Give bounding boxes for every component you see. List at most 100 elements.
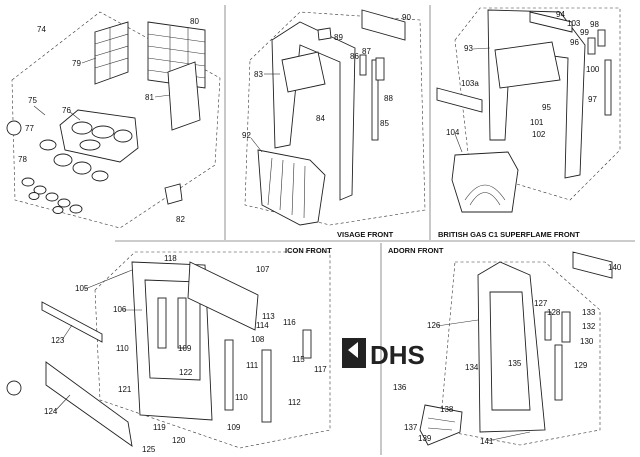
label-86: 86 <box>350 52 359 61</box>
leader-lines <box>33 47 531 442</box>
label-130: 130 <box>580 337 594 346</box>
pointer-circle-2 <box>6 380 22 396</box>
label-109: 109 <box>178 344 192 353</box>
label-129: 129 <box>574 361 588 370</box>
icon-outline <box>94 251 331 449</box>
label-104: 104 <box>446 128 460 137</box>
canopy-84 <box>281 51 326 93</box>
label-115: 115 <box>292 355 305 364</box>
trim-90 <box>361 9 406 41</box>
label-137: 137 <box>404 423 418 432</box>
trim-94 <box>529 11 573 33</box>
label-101: 101 <box>530 118 544 127</box>
back-panel-81 <box>167 61 201 131</box>
label-93: 93 <box>464 44 473 53</box>
label-88: 88 <box>384 94 393 103</box>
label-102: 102 <box>532 130 546 139</box>
label-140: 140 <box>608 263 622 272</box>
label-125: 125 <box>142 445 156 454</box>
pointer-circle <box>6 120 22 136</box>
clip-87 <box>375 57 385 81</box>
label-100: 100 <box>586 65 600 74</box>
label-105: 105 <box>75 284 89 293</box>
label-138: 138 <box>440 405 454 414</box>
pebbles-78 <box>21 177 83 214</box>
clip-117 <box>302 329 312 359</box>
strip-129 <box>554 344 563 401</box>
panel-107 <box>187 261 259 331</box>
label-112: 112 <box>288 398 301 407</box>
label-134: 134 <box>465 363 479 372</box>
label-132: 132 <box>582 322 596 331</box>
bracket-82 <box>164 183 183 205</box>
coal-bed-76 <box>59 109 139 163</box>
label-127: 127 <box>534 299 548 308</box>
label-133: 133 <box>582 308 596 317</box>
strip-97 <box>604 59 612 116</box>
clip-128 <box>544 311 552 341</box>
dhs-logo: DHS <box>342 338 425 370</box>
strip-112 <box>261 349 272 423</box>
adorn-frame-126 <box>477 261 546 433</box>
visage-outline <box>244 11 426 226</box>
label-126: 126 <box>427 321 441 330</box>
label-80: 80 <box>190 17 199 26</box>
label-90: 90 <box>402 13 411 22</box>
brick-panel-79 <box>94 21 129 85</box>
label-99: 99 <box>580 28 589 37</box>
label-135: 135 <box>508 359 522 368</box>
label-118: 118 <box>164 254 177 263</box>
label-84: 84 <box>316 114 325 123</box>
title-adorn: ADORN FRONT <box>388 246 444 255</box>
label-76: 76 <box>62 106 71 115</box>
label-116: 116 <box>283 318 296 327</box>
trim-140 <box>572 251 613 279</box>
label-92: 92 <box>242 131 251 140</box>
label-109b: 109 <box>227 423 241 432</box>
clip-86 <box>359 54 367 76</box>
title-icon: ICON FRONT <box>285 246 332 255</box>
label-77: 77 <box>25 124 34 133</box>
clip-89 <box>317 27 332 41</box>
label-123: 123 <box>51 336 65 345</box>
label-98: 98 <box>590 20 599 29</box>
label-136: 136 <box>393 383 407 392</box>
label-107: 107 <box>256 265 270 274</box>
label-113: 113 <box>262 312 275 321</box>
grate-92 <box>257 149 326 226</box>
label-139: 139 <box>418 434 432 443</box>
logo-text: DHS <box>370 340 425 370</box>
coals-77 <box>39 139 109 182</box>
label-82: 82 <box>176 215 185 224</box>
canopy-95 <box>494 41 561 89</box>
title-british-gas: BRITISH GAS C1 SUPERFLAME FRONT <box>438 230 580 239</box>
label-103: 103 <box>567 19 581 28</box>
bar-123 <box>41 301 103 343</box>
label-119: 119 <box>153 423 166 432</box>
label-96: 96 <box>570 38 579 47</box>
clip-98 <box>597 29 606 47</box>
label-114: 114 <box>256 321 269 330</box>
strip-110 <box>157 297 167 349</box>
label-75: 75 <box>28 96 37 105</box>
fuel-bed-outline <box>11 11 221 229</box>
grate-104 <box>451 151 519 213</box>
label-95: 95 <box>542 103 551 112</box>
label-111: 111 <box>246 361 259 370</box>
label-128: 128 <box>547 308 561 317</box>
label-121: 121 <box>118 385 132 394</box>
label-117: 117 <box>314 365 327 374</box>
superflame-frame-93 <box>487 9 586 179</box>
clip-96 <box>587 37 596 55</box>
label-106: 106 <box>113 305 127 314</box>
label-103a: 103a <box>461 79 479 88</box>
label-94: 94 <box>556 10 565 19</box>
label-81: 81 <box>145 93 154 102</box>
label-141: 141 <box>480 437 494 446</box>
label-120: 120 <box>172 436 186 445</box>
title-visage: VISAGE FRONT <box>337 230 394 239</box>
strip-109 <box>177 297 187 349</box>
label-110b: 110 <box>235 393 248 402</box>
